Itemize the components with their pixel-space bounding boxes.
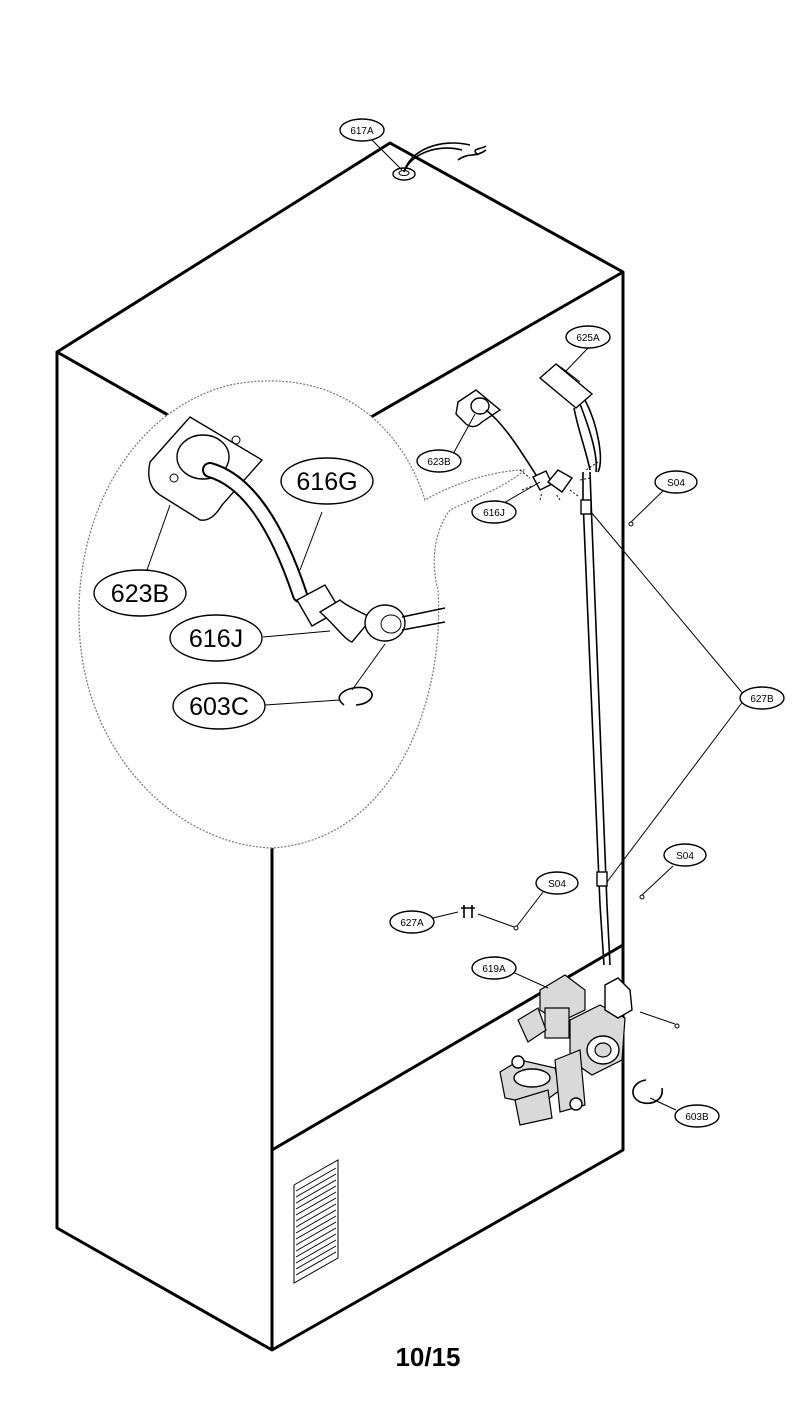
rear-parts	[455, 363, 680, 1126]
detail-parts	[148, 416, 446, 706]
callout-s04-top: S04	[654, 470, 698, 494]
callout-623b-large: 623B	[93, 569, 187, 617]
rear-leaders	[432, 347, 745, 1111]
callout-s04-mid: S04	[663, 843, 707, 867]
svg-text:S04: S04	[676, 851, 694, 862]
callout-616j-large: 616J	[169, 614, 263, 662]
svg-text:603B: 603B	[685, 1112, 709, 1123]
callout-623b-small: 623B	[416, 449, 462, 473]
svg-text:617A: 617A	[350, 126, 374, 137]
svg-text:625A: 625A	[576, 333, 600, 344]
callout-627a: 627A	[389, 910, 435, 934]
callout-s04-left: S04	[535, 871, 579, 895]
svg-text:623B: 623B	[111, 580, 169, 608]
svg-text:616J: 616J	[483, 508, 505, 519]
svg-text:S04: S04	[548, 879, 566, 890]
callout-616g: 616G	[280, 457, 374, 505]
svg-text:616J: 616J	[189, 625, 243, 653]
grommet-617a	[371, 139, 487, 181]
callout-603b: 603B	[674, 1104, 720, 1128]
page-number: 10/15	[395, 1342, 460, 1372]
callout-617a: 617A	[339, 118, 385, 142]
svg-text:627A: 627A	[400, 918, 424, 929]
callout-603c: 603C	[172, 682, 266, 730]
svg-text:623B: 623B	[427, 457, 451, 468]
callout-616j-small: 616J	[471, 500, 517, 524]
svg-text:S04: S04	[667, 478, 685, 489]
svg-text:603C: 603C	[189, 693, 249, 721]
svg-text:619A: 619A	[482, 964, 506, 975]
vent-grille	[293, 1159, 339, 1284]
detail-leaders	[146, 504, 386, 706]
svg-text:616G: 616G	[296, 468, 357, 496]
svg-text:627B: 627B	[750, 694, 774, 705]
callout-619a: 619A	[471, 956, 517, 980]
callout-625a: 625A	[565, 325, 611, 349]
callout-627b: 627B	[739, 686, 785, 710]
